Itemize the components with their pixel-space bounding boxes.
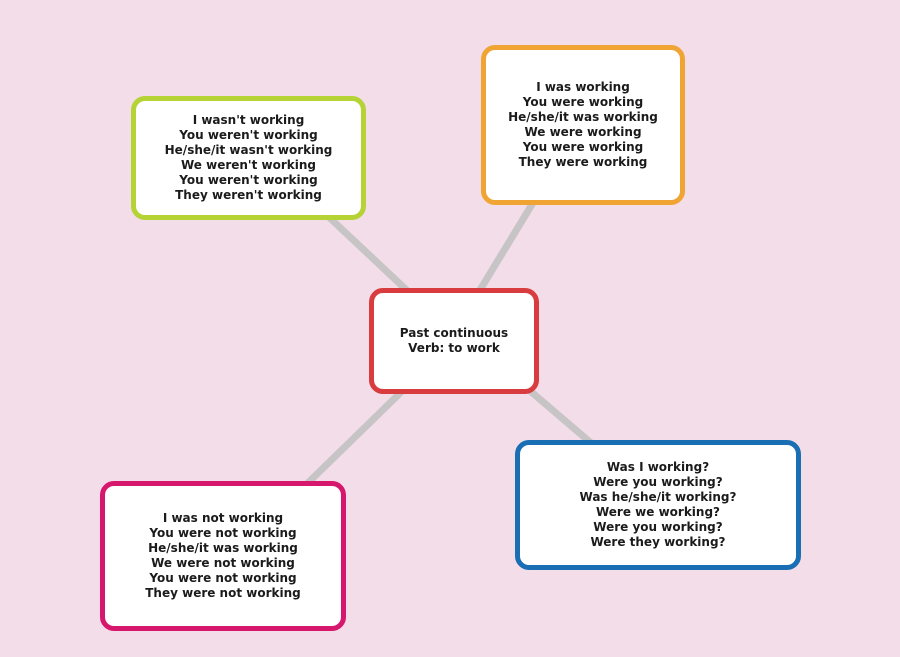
node-text-line: You weren't working: [179, 128, 318, 142]
node-text-line: We weren't working: [180, 158, 316, 172]
node-text-line: Was he/she/it working?: [579, 490, 737, 504]
node-text-line: You were working: [522, 140, 644, 154]
node-text-line: He/she/it was working: [148, 541, 298, 555]
node-affirmative[interactable]: I was working You were working He/she/it…: [481, 45, 685, 205]
node-text-line: Was I working?: [606, 460, 710, 474]
node-past-continuous[interactable]: Past continuous Verb: to work: [369, 288, 539, 394]
node-text-line: I was not working: [162, 511, 284, 525]
node-text-line: They were not working: [145, 586, 301, 600]
node-text-line: They were working: [518, 155, 648, 169]
node-text-line: Were we working?: [595, 505, 721, 519]
node-text-line: You were not working: [149, 526, 297, 540]
node-text-line: They weren't working: [175, 188, 322, 202]
node-negative-contracted[interactable]: I wasn't working You weren't working He/…: [131, 96, 366, 220]
node-text-line: Were you working?: [593, 475, 723, 489]
node-negative-full[interactable]: I was not working You were not working H…: [100, 481, 346, 631]
node-interrogative[interactable]: Was I working? Were you working? Was he/…: [515, 440, 801, 570]
node-text-line: You weren't working: [179, 173, 318, 187]
node-text-line: Were you working?: [593, 520, 723, 534]
node-text-line: I wasn't working: [192, 113, 305, 127]
node-text-line: He/she/it wasn't working: [164, 143, 333, 157]
node-text-line: I was working: [536, 80, 630, 94]
node-text-line: You were not working: [149, 571, 297, 585]
node-text-line: You were working: [522, 95, 644, 109]
node-text-line: He/she/it was working: [508, 110, 658, 124]
node-text-line: We were working: [524, 125, 642, 139]
node-text-line: Were they working?: [590, 535, 726, 549]
node-text-line: We were not working: [151, 556, 295, 570]
node-text-line: Verb: to work: [408, 341, 500, 355]
node-text-line: Past continuous: [399, 326, 509, 340]
